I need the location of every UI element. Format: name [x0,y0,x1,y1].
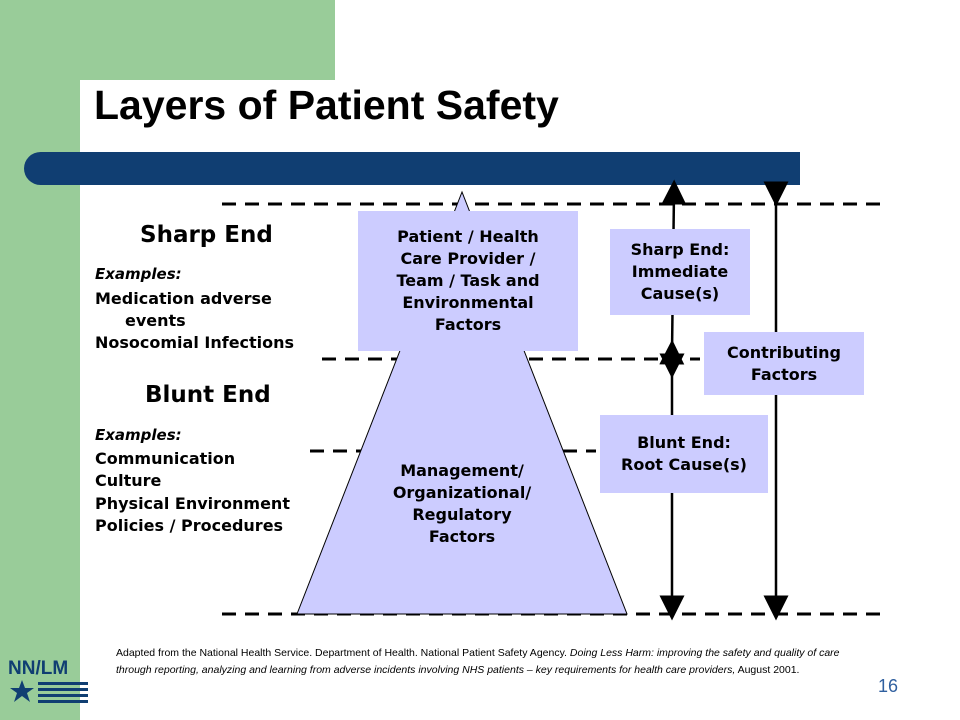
sharp-example-item: Nosocomial Infections [95,333,295,352]
management-factors-label: Management/ Organizational/ Regulatory F… [392,461,532,546]
star-icon [10,680,34,702]
title-underline-bar [24,152,800,185]
nnlm-logo: NN/LM [8,658,88,703]
blunt-examples-label: Examples: [95,426,182,444]
blunt-example-item: Physical Environment [95,494,290,513]
blunt-example-item: Policies / Procedures [95,516,284,535]
page-title: Layers of Patient Safety [94,82,559,128]
blunt-example-item: Communication [95,449,236,468]
sharp-examples-label: Examples: [95,265,182,283]
sidebar-accent-top [80,0,335,80]
sharp-example-item: events [125,311,186,330]
sharp-example-item: Medication adverse [95,289,272,308]
contributing-factors-box: Contributing Factors [704,332,864,395]
blunt-end-heading: Blunt End [145,382,271,408]
blunt-end-cause-box: Blunt End: Root Cause(s) [600,415,768,493]
page-number: 16 [878,676,899,696]
pyramid-shape [296,190,628,615]
sharp-end-heading: Sharp End [140,222,273,248]
citation-text: Adapted from the National Health Service… [116,645,876,679]
citation-title: Doing Less Harm: improving the safety an… [116,647,840,676]
logo-text: NN/LM [8,658,68,679]
patient-care-factors-box: Patient / Health Care Provider / Team / … [358,211,578,351]
citation-date: August 2001. [735,664,800,676]
blunt-example-item: Culture [95,471,162,490]
sharp-end-cause-box: Sharp End: Immediate Cause(s) [610,229,750,315]
citation-plain: Adapted from the National Health Service… [116,647,570,659]
sidebar-accent [0,0,80,720]
